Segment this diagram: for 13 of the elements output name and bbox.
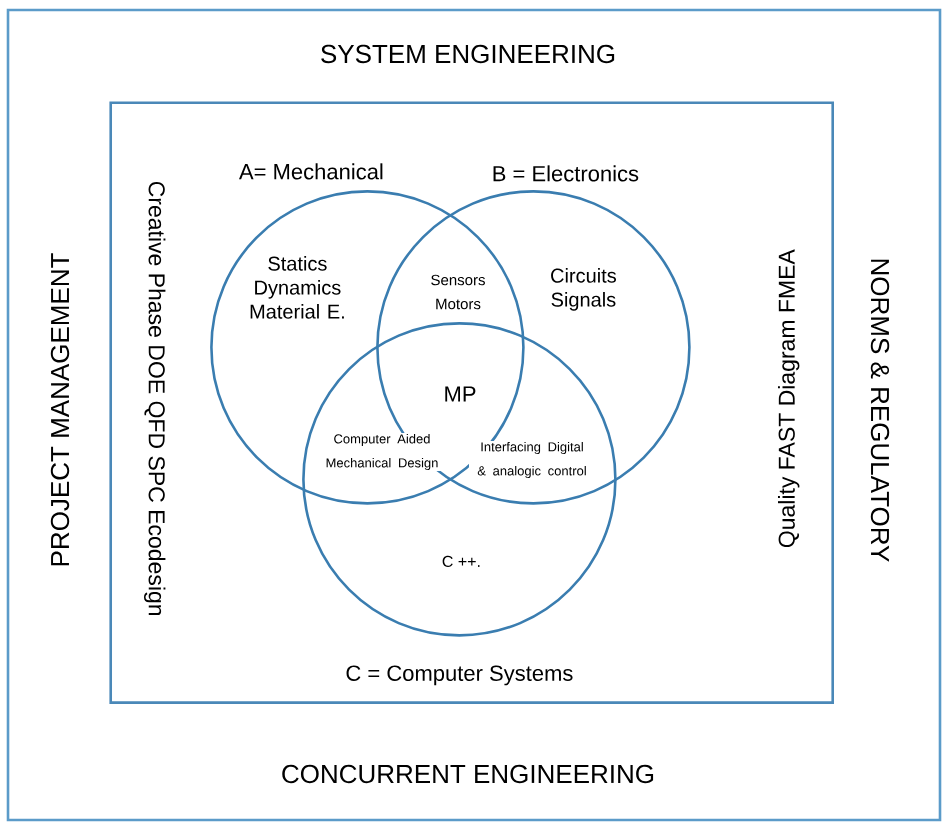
method-list: Quality FAST Diagram FMEA <box>778 249 800 548</box>
heading: A= Mechanical <box>239 163 383 180</box>
circle-text: Statics Dynamics Material E. <box>250 256 344 319</box>
method-list: Creative Phase DOE QFD SPC Ecodesign <box>144 181 166 616</box>
circle-text: Circuits Signals <box>551 268 616 311</box>
circle-text: C = Computer Systems <box>346 665 573 686</box>
region-label: MP <box>442 385 478 403</box>
heading: PROJECT MANAGEMENT <box>50 253 70 566</box>
heading: SYSTEM ENGINEERING <box>321 44 615 64</box>
heading: NORMS & REGULATORY <box>870 259 890 562</box>
heading: C ++. <box>442 555 480 568</box>
heading: CONCURRENT ENGINEERING <box>282 764 654 784</box>
heading: B = Electronics <box>493 165 639 182</box>
